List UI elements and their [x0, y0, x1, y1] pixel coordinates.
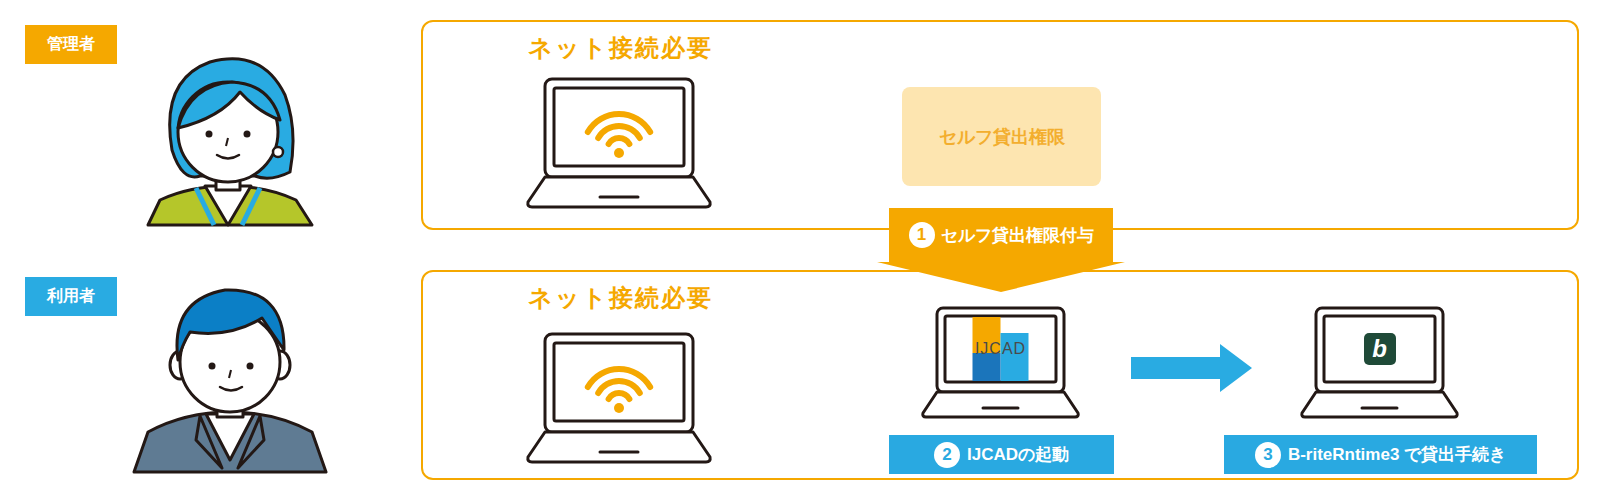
wifi-laptop	[528, 334, 710, 462]
panel-title: ネット接続必要	[528, 32, 713, 64]
row-panel: ネット接続必要セルフ貸出権限	[421, 20, 1579, 230]
flow-arrow	[1131, 344, 1252, 392]
step-number: 2	[934, 442, 960, 468]
role-label: 管理者	[47, 34, 95, 55]
step-number: 1	[909, 222, 935, 248]
step-label: IJCADの起動	[967, 443, 1069, 466]
ijcad-laptop: IJCAD	[920, 306, 1081, 420]
box-label: セルフ貸出権限	[939, 125, 1065, 149]
wifi-laptop	[528, 79, 710, 207]
step-band: 2 IJCADの起動	[889, 435, 1114, 474]
permission-box: セルフ貸出権限	[902, 87, 1101, 186]
role-tag: 管理者	[25, 25, 117, 64]
panel-title: ネット接続必要	[528, 282, 713, 314]
laptop-screen: b	[1325, 317, 1434, 381]
user-avatar	[134, 290, 326, 472]
step-label: B-riteRntime3 で貸出手続き	[1288, 443, 1506, 466]
step-band: 3 B-riteRntime3 で貸出手続き	[1224, 435, 1537, 474]
arrow-label: 1 セルフ貸出権限付与	[909, 222, 1094, 248]
logo-text: IJCAD	[975, 340, 1026, 358]
row-panel: ネット接続必要 IJCAD 2 IJCADの起動 b 3 B-riteRntime3 で貸出…	[421, 270, 1579, 480]
laptop-screen: IJCAD	[946, 317, 1055, 381]
logo-mark: b	[1364, 333, 1396, 365]
step-number: 3	[1255, 442, 1281, 468]
arrow-text: セルフ貸出権限付与	[941, 224, 1094, 247]
role-tag: 利用者	[25, 277, 117, 316]
flow-arrow	[877, 208, 1125, 292]
brite-laptop: b	[1299, 306, 1460, 420]
role-label: 利用者	[47, 286, 95, 307]
admin-avatar	[148, 59, 312, 225]
